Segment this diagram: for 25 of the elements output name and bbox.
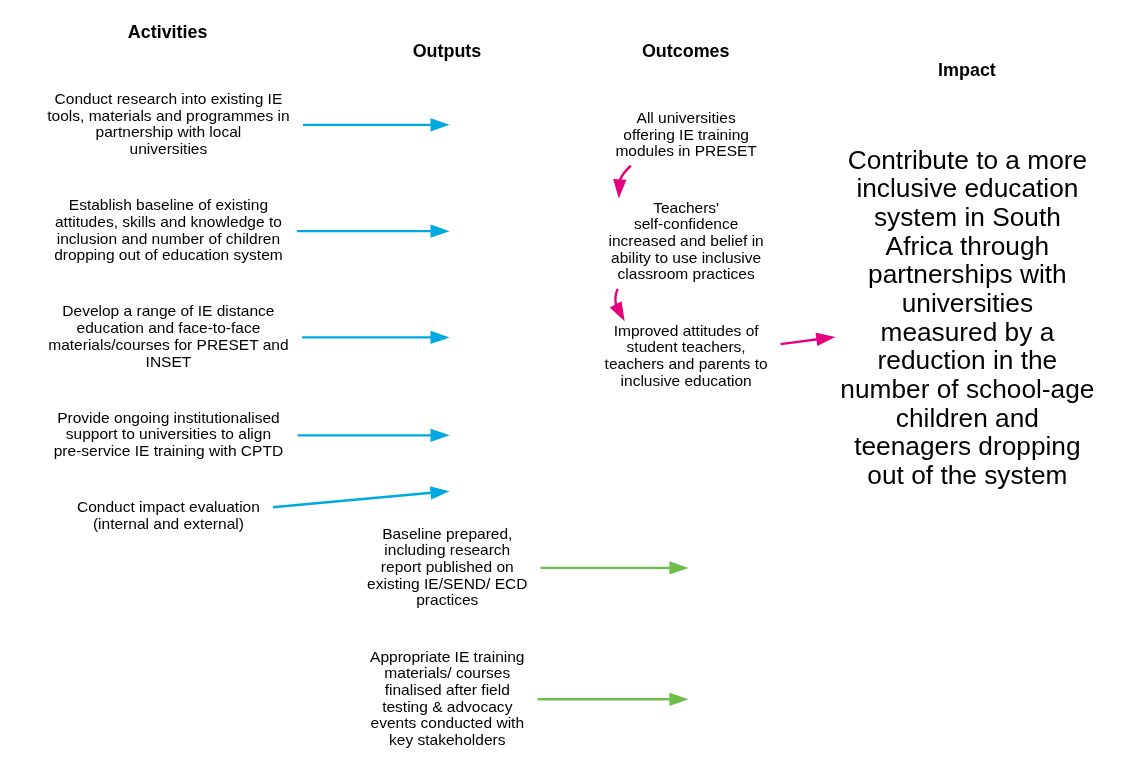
node-text: Develop a range of IE distance education and face-to-face materials/courses for PRESET and INSET <box>48 301 289 370</box>
node-text: Contribute to a more inclusive education system in South Africa through partnerships with universities measured by a reduction in the number of school-age children and teenagers dropping out of the system <box>840 144 1095 490</box>
label: Impact <box>938 59 996 80</box>
node-text: Conduct impact evaluation (internal and external) <box>76 497 260 532</box>
arrow <box>609 287 625 321</box>
label: Activities <box>127 21 208 42</box>
arrow <box>613 164 632 199</box>
arrow <box>302 330 450 344</box>
arrow <box>303 117 450 132</box>
node-text: Improved attitudes of student teachers, teachers and parents to inclusive education <box>604 321 768 389</box>
arrow <box>297 428 450 442</box>
node-text: Conduct research into existing IE tools, materials and programmes in partnership with local universities <box>47 89 290 157</box>
label: Outcomes <box>641 40 730 61</box>
arrow <box>296 223 450 238</box>
node-text: Establish baseline of existing attitudes, skills and knowledge to inclusion and number of children dropping out of education system <box>54 195 283 263</box>
node-text: Baseline prepared, including research report published on existing IE/SEND/ ECD practices <box>367 524 528 608</box>
node-text: All universities offering IE training modules in PRESET <box>615 108 757 159</box>
label: Outputs <box>412 40 482 61</box>
arrow <box>780 332 836 346</box>
arrow <box>272 485 450 508</box>
node-text: Provide ongoing institutionalised support to universities to align pre-service IE training with CPTD <box>53 408 284 459</box>
node-text: Teachers' self-confidence increased and belief in ability to use inclusive classroom practices <box>608 198 764 282</box>
arrow <box>537 692 689 706</box>
arrow <box>540 560 689 575</box>
node-text: Appropriate IE training materials/ courses finalised after field testing & advocacy events conducted with key stakeholders <box>370 647 525 748</box>
